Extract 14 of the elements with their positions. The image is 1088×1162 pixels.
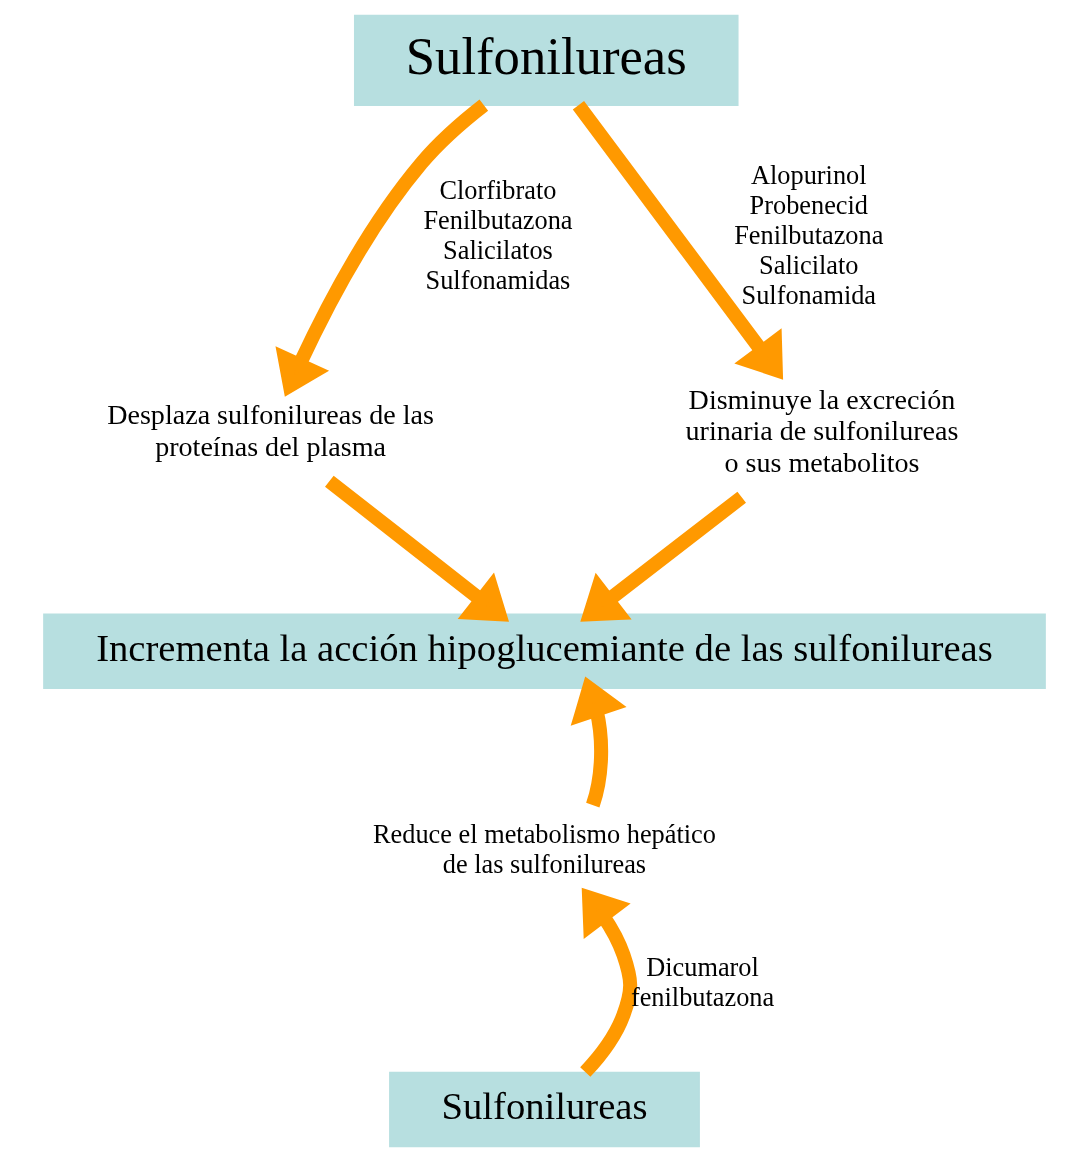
arrow xyxy=(572,101,783,380)
arrow xyxy=(324,475,509,622)
node-box: Sulfonilureas xyxy=(388,1071,700,1148)
arrow xyxy=(275,99,488,397)
arrow xyxy=(570,676,627,808)
edge-label: Clorfibrato Fenilbutazona Salicilatos Sulfonamidas xyxy=(422,176,573,295)
arrow xyxy=(579,491,746,622)
node-box: Incrementa la acción hipoglucemiante de las sulfonilureas xyxy=(42,613,1046,689)
edge-label: Alopurinol Probenecid Fenilbutazona Salicilato Sulfonamida xyxy=(733,161,883,310)
node-text: Disminuye la excreción urinaria de sulfonilureas o sus metabolitos xyxy=(685,383,958,478)
node-text: Reduce el metabolismo hepático de las sulfonilureas xyxy=(372,819,716,879)
arrow xyxy=(579,887,637,1077)
node-text: Desplaza sulfonilureas de las proteínas del plasma xyxy=(106,399,434,462)
node-box: Sulfonilureas xyxy=(353,14,739,106)
